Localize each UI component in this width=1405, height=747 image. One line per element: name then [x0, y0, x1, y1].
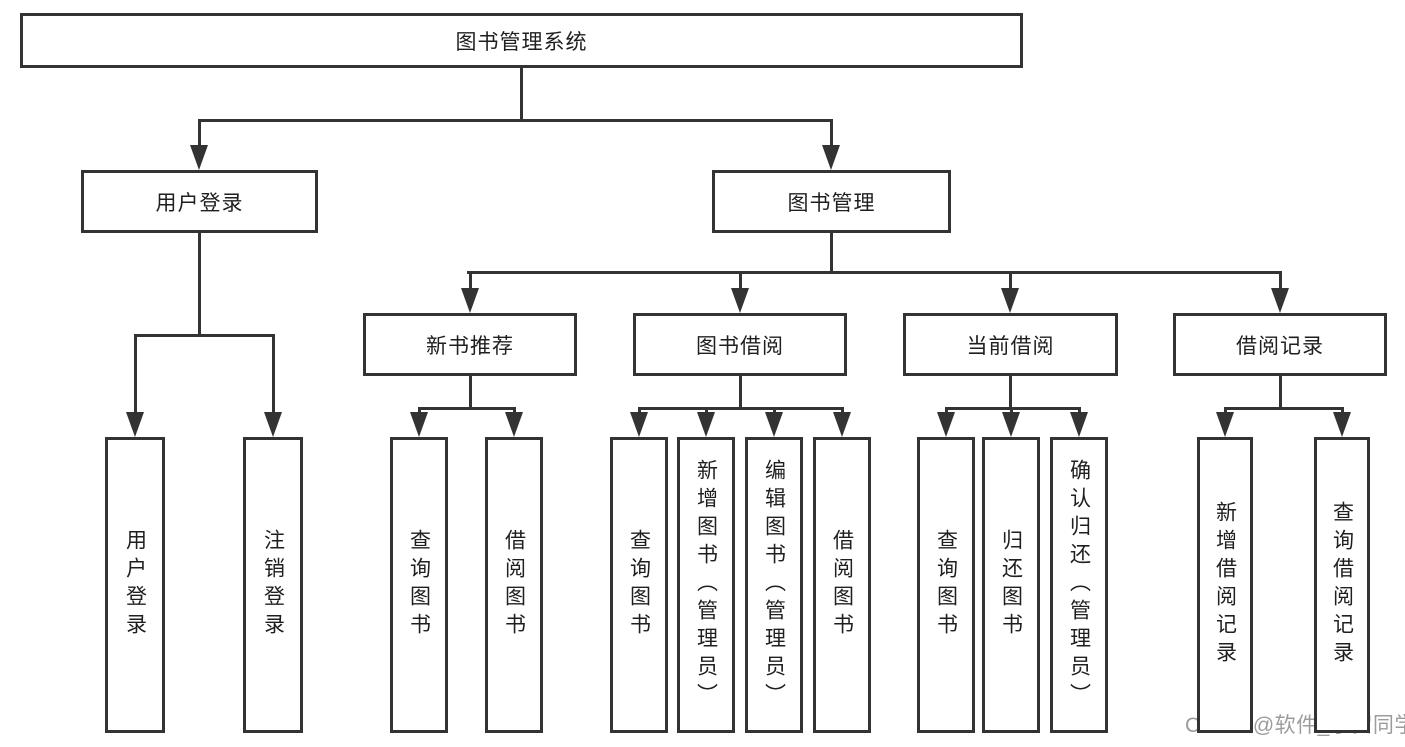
connector-line	[1223, 406, 1344, 410]
node-label-col-query-book-1: 查询图书	[407, 529, 431, 641]
node-col-confirm-return: 确认归还（管理员）	[1050, 437, 1108, 733]
node-col-borrow-book-1: 借阅图书	[485, 437, 543, 733]
connector-line	[738, 376, 742, 410]
connector-line	[1340, 406, 1344, 416]
node-label-current-borrow: 当前借阅	[966, 334, 1055, 358]
connector-line	[829, 233, 833, 274]
connector-line	[772, 406, 776, 416]
arrowhead-icon	[1271, 288, 1289, 313]
node-label-col-query-book-3: 查询图书	[934, 529, 958, 641]
arrowhead-icon	[264, 412, 282, 437]
arrowhead-icon	[822, 145, 840, 170]
connector-line	[840, 406, 844, 416]
arrowhead-icon	[697, 412, 715, 437]
node-label-book-borrow: 图书借阅	[696, 334, 784, 358]
arrowhead-icon	[126, 412, 144, 437]
connector-line	[133, 333, 137, 416]
node-label-col-add-record: 新增借阅记录	[1213, 501, 1237, 669]
connector-line	[197, 118, 201, 149]
node-col-borrow-book-2: 借阅图书	[813, 437, 871, 733]
node-label-borrow-record: 借阅记录	[1236, 334, 1324, 358]
node-label-col-borrow-book-1: 借阅图书	[502, 529, 526, 641]
connector-line	[417, 406, 421, 416]
arrowhead-icon	[937, 412, 955, 437]
node-label-col-user-login: 用户登录	[123, 529, 147, 641]
connector-line	[271, 333, 275, 416]
connector-line	[1223, 406, 1227, 416]
connector-line	[637, 406, 844, 410]
node-root: 图书管理系统	[20, 13, 1023, 68]
arrowhead-icon	[505, 412, 523, 437]
connector-line	[197, 118, 833, 122]
connector-line	[944, 406, 1081, 410]
arrowhead-icon	[461, 288, 479, 313]
connector-line	[519, 68, 523, 122]
node-book-borrow: 图书借阅	[633, 313, 847, 376]
connector-line	[468, 376, 472, 410]
arrowhead-icon	[1002, 412, 1020, 437]
connector-line	[1077, 406, 1081, 416]
node-new-book-rec: 新书推荐	[363, 313, 577, 376]
arrowhead-icon	[1070, 412, 1088, 437]
node-label-new-book-rec: 新书推荐	[426, 334, 514, 358]
node-col-add-record: 新增借阅记录	[1197, 437, 1253, 733]
connector-line	[1008, 376, 1012, 410]
node-user-login: 用户登录	[81, 170, 318, 233]
node-col-add-book: 新增图书（管理员）	[677, 437, 735, 733]
node-label-col-confirm-return: 确认归还（管理员）	[1067, 459, 1091, 711]
arrowhead-icon	[731, 288, 749, 313]
node-col-query-record: 查询借阅记录	[1314, 437, 1370, 733]
node-borrow-record: 借阅记录	[1173, 313, 1387, 376]
node-label-col-return-book: 归还图书	[999, 529, 1023, 641]
connector-line	[704, 406, 708, 416]
connector-line	[133, 333, 275, 337]
arrowhead-icon	[630, 412, 648, 437]
node-label-col-query-book-2: 查询图书	[627, 529, 651, 641]
arrowhead-icon	[410, 412, 428, 437]
node-col-query-book-3: 查询图书	[917, 437, 975, 733]
connector-line	[1278, 270, 1282, 292]
connector-line	[738, 270, 742, 292]
node-label-col-edit-book: 编辑图书（管理员）	[762, 459, 786, 711]
arrowhead-icon	[1001, 288, 1019, 313]
connector-line	[512, 406, 516, 416]
arrowhead-icon	[765, 412, 783, 437]
arrowhead-icon	[833, 412, 851, 437]
connector-line	[829, 118, 833, 149]
node-label-user-login: 用户登录	[155, 191, 244, 215]
connector-line	[944, 406, 948, 416]
node-label-col-query-record: 查询借阅记录	[1330, 501, 1354, 669]
node-col-query-book-2: 查询图书	[610, 437, 668, 733]
arrowhead-icon	[190, 145, 208, 170]
node-label-col-add-book: 新增图书（管理员）	[694, 459, 718, 711]
connector-line	[197, 233, 201, 337]
connector-line	[1008, 270, 1012, 292]
node-col-query-book-1: 查询图书	[390, 437, 448, 733]
node-label-col-logout: 注销登录	[261, 529, 285, 641]
connector-line	[1278, 376, 1282, 410]
node-label-book-mgmt: 图书管理	[787, 191, 876, 215]
node-col-logout: 注销登录	[243, 437, 303, 733]
connector-line	[417, 406, 516, 410]
connector-line	[468, 270, 472, 292]
node-current-borrow: 当前借阅	[903, 313, 1118, 376]
arrowhead-icon	[1216, 412, 1234, 437]
connector-line	[1009, 406, 1013, 416]
node-col-return-book: 归还图书	[982, 437, 1040, 733]
node-book-mgmt: 图书管理	[712, 170, 951, 233]
node-col-user-login: 用户登录	[105, 437, 165, 733]
connector-line	[637, 406, 641, 416]
node-label-col-borrow-book-2: 借阅图书	[830, 529, 854, 641]
arrowhead-icon	[1333, 412, 1351, 437]
node-label-root: 图书管理系统	[455, 30, 588, 54]
node-col-edit-book: 编辑图书（管理员）	[745, 437, 803, 733]
connector-line	[466, 270, 1282, 274]
